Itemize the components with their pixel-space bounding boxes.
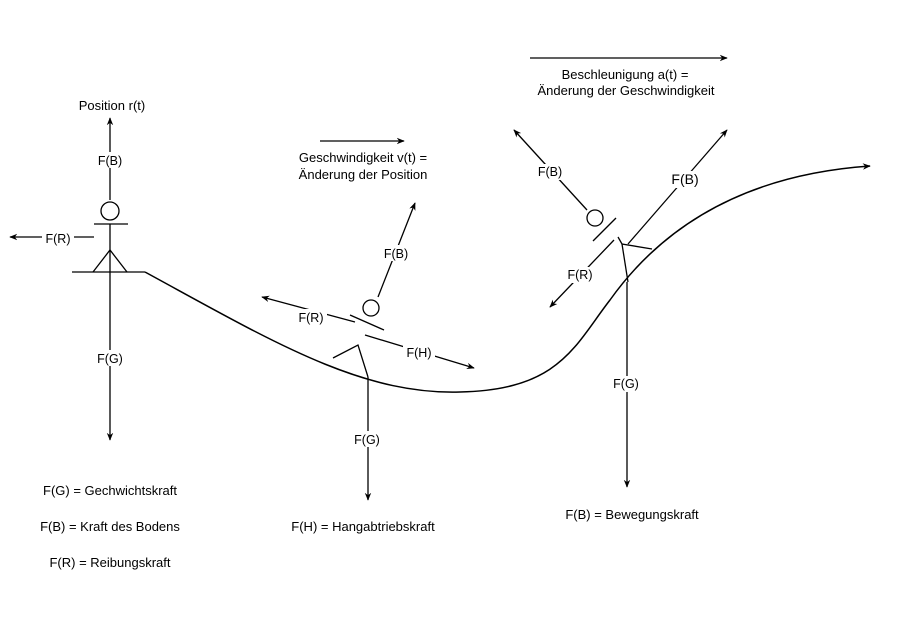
legend-fr: F(R) = Reibungskraft: [49, 555, 170, 570]
velocity-text-line-2: Änderung der Position: [299, 167, 428, 182]
skier-head: [362, 299, 380, 317]
label-fh: F(H): [407, 346, 432, 360]
legend-fb: F(B) = Kraft des Bodens: [40, 519, 180, 534]
legend-fb-bewegung: F(B) = Bewegungskraft: [565, 507, 699, 522]
label-fg: F(G): [613, 377, 639, 391]
velocity-text-line-1: Geschwindigkeit v(t) =: [299, 150, 427, 165]
label-fb: F(B): [98, 154, 122, 168]
skier-figure-3: [513, 54, 728, 488]
acceleration-text-line-1: Beschleunigung a(t) =: [562, 67, 689, 82]
legend-fh: F(H) = Hangabtriebskraft: [291, 519, 435, 534]
skier-head: [100, 201, 120, 221]
label-fb-right: F(B): [671, 171, 698, 187]
slope-curve: [144, 163, 871, 393]
label-fr: F(R): [299, 311, 324, 325]
acceleration-text-line-2: Änderung der Geschwindigkeit: [537, 83, 714, 98]
label-fb: F(B): [384, 247, 408, 261]
skier-body: [621, 243, 629, 283]
skier-head: [586, 209, 604, 227]
label-position: Position r(t): [79, 98, 145, 113]
label-fg: F(G): [97, 352, 123, 366]
skier-arms: [592, 217, 617, 242]
label-fr: F(R): [568, 268, 593, 282]
skier-figure-1: [9, 117, 145, 441]
label-fg: F(G): [354, 433, 380, 447]
label-fr: F(R): [46, 232, 71, 246]
legend-fg: F(G) = Gechwichtskraft: [43, 483, 177, 498]
skier-arms: [349, 314, 385, 331]
label-fb-left: F(B): [538, 165, 562, 179]
skier-legs: [332, 344, 369, 378]
